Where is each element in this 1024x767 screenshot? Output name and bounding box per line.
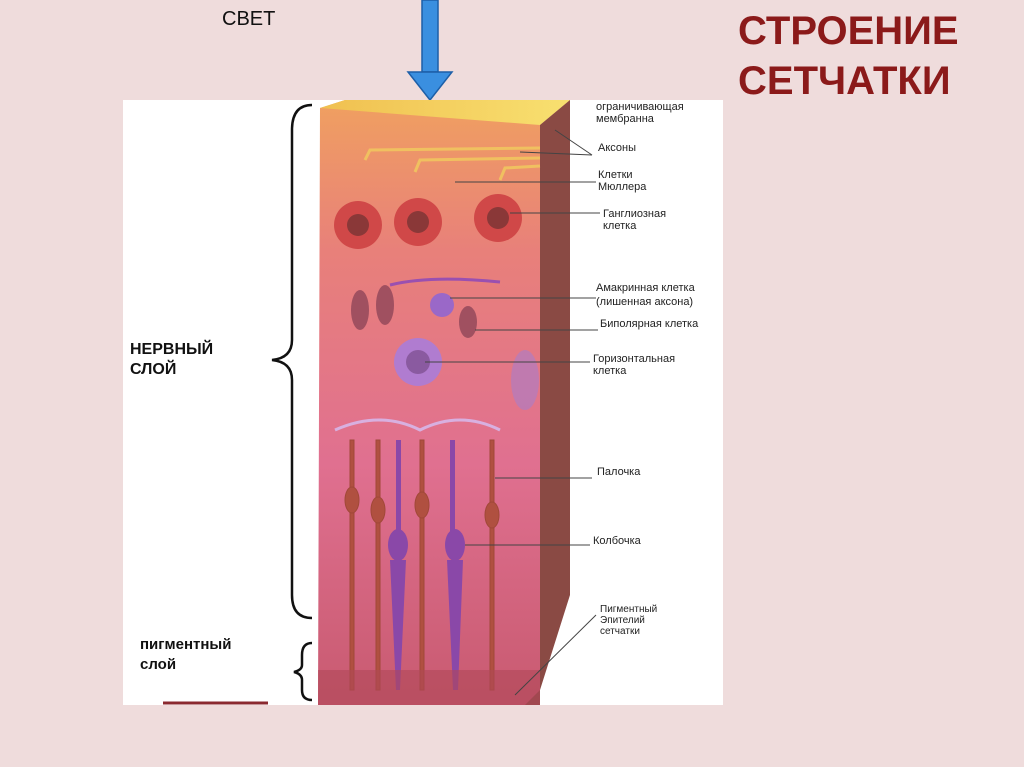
pigment-layer-line-1: пигментный bbox=[140, 636, 232, 653]
retina-block-side bbox=[525, 100, 570, 705]
nerve-layer-line-2: СЛОЙ bbox=[130, 361, 177, 378]
label-line: Ганглиозная bbox=[603, 208, 667, 220]
label-line: Амакринная клетка bbox=[596, 282, 695, 294]
retina-block-top bbox=[320, 100, 570, 125]
ganglion-cells bbox=[334, 194, 522, 249]
label-line: Колбочка bbox=[593, 535, 641, 547]
pigment-layer-line-2: слой bbox=[140, 656, 177, 673]
retina-block-front bbox=[318, 100, 570, 705]
label-line: Аксоны bbox=[598, 142, 636, 154]
pigment-layer-label: пигментный слой bbox=[140, 635, 231, 675]
light-arrow-icon bbox=[406, 0, 454, 102]
slide-title: СТРОЕНИЕ СЕТЧАТКИ bbox=[738, 6, 959, 106]
pigment-layer-brace bbox=[293, 641, 313, 702]
label-line: мембранна bbox=[596, 113, 654, 125]
label-line: Пигментный bbox=[600, 604, 658, 615]
title-line-2: СЕТЧАТКИ bbox=[738, 59, 951, 103]
cones bbox=[388, 440, 465, 690]
bipolar-cell bbox=[459, 306, 477, 338]
leader-lines bbox=[425, 129, 600, 696]
label-line: Эпителий bbox=[600, 615, 645, 626]
label-line: Палочка bbox=[597, 466, 641, 478]
label-line: ограничивающая bbox=[596, 101, 684, 113]
label-line: клетка bbox=[593, 365, 627, 377]
pigment-epithelium bbox=[318, 670, 540, 705]
label-rod: Палочка bbox=[597, 466, 640, 478]
nerve-layer-line-1: НЕРВНЫЙ bbox=[130, 341, 214, 358]
label-cone: Колбочка bbox=[593, 535, 641, 547]
label-line: клетка bbox=[603, 220, 637, 232]
nerve-layer-label: НЕРВНЫЙ СЛОЙ bbox=[130, 340, 213, 380]
nerve-layer-brace bbox=[271, 103, 313, 620]
label-line: Мюллера bbox=[598, 181, 647, 193]
label-line: Клетки bbox=[598, 169, 633, 181]
label-line: (лишенная аксона) bbox=[596, 296, 694, 308]
label-axons: Аксоны bbox=[598, 142, 636, 154]
amacrine-cell bbox=[430, 293, 454, 317]
label-line: Биполярная клетка bbox=[600, 318, 699, 330]
title-line-1: СТРОЕНИЕ bbox=[738, 9, 959, 53]
label-line: сетчатки bbox=[600, 626, 640, 637]
label-bipolar-cell: Биполярная клетка bbox=[600, 318, 698, 330]
label-amacrine-cell: Амакринная клетка (лишенная аксона) bbox=[596, 281, 695, 309]
label-line: Горизонтальная bbox=[593, 353, 676, 365]
light-label: СВЕТ bbox=[222, 8, 276, 30]
